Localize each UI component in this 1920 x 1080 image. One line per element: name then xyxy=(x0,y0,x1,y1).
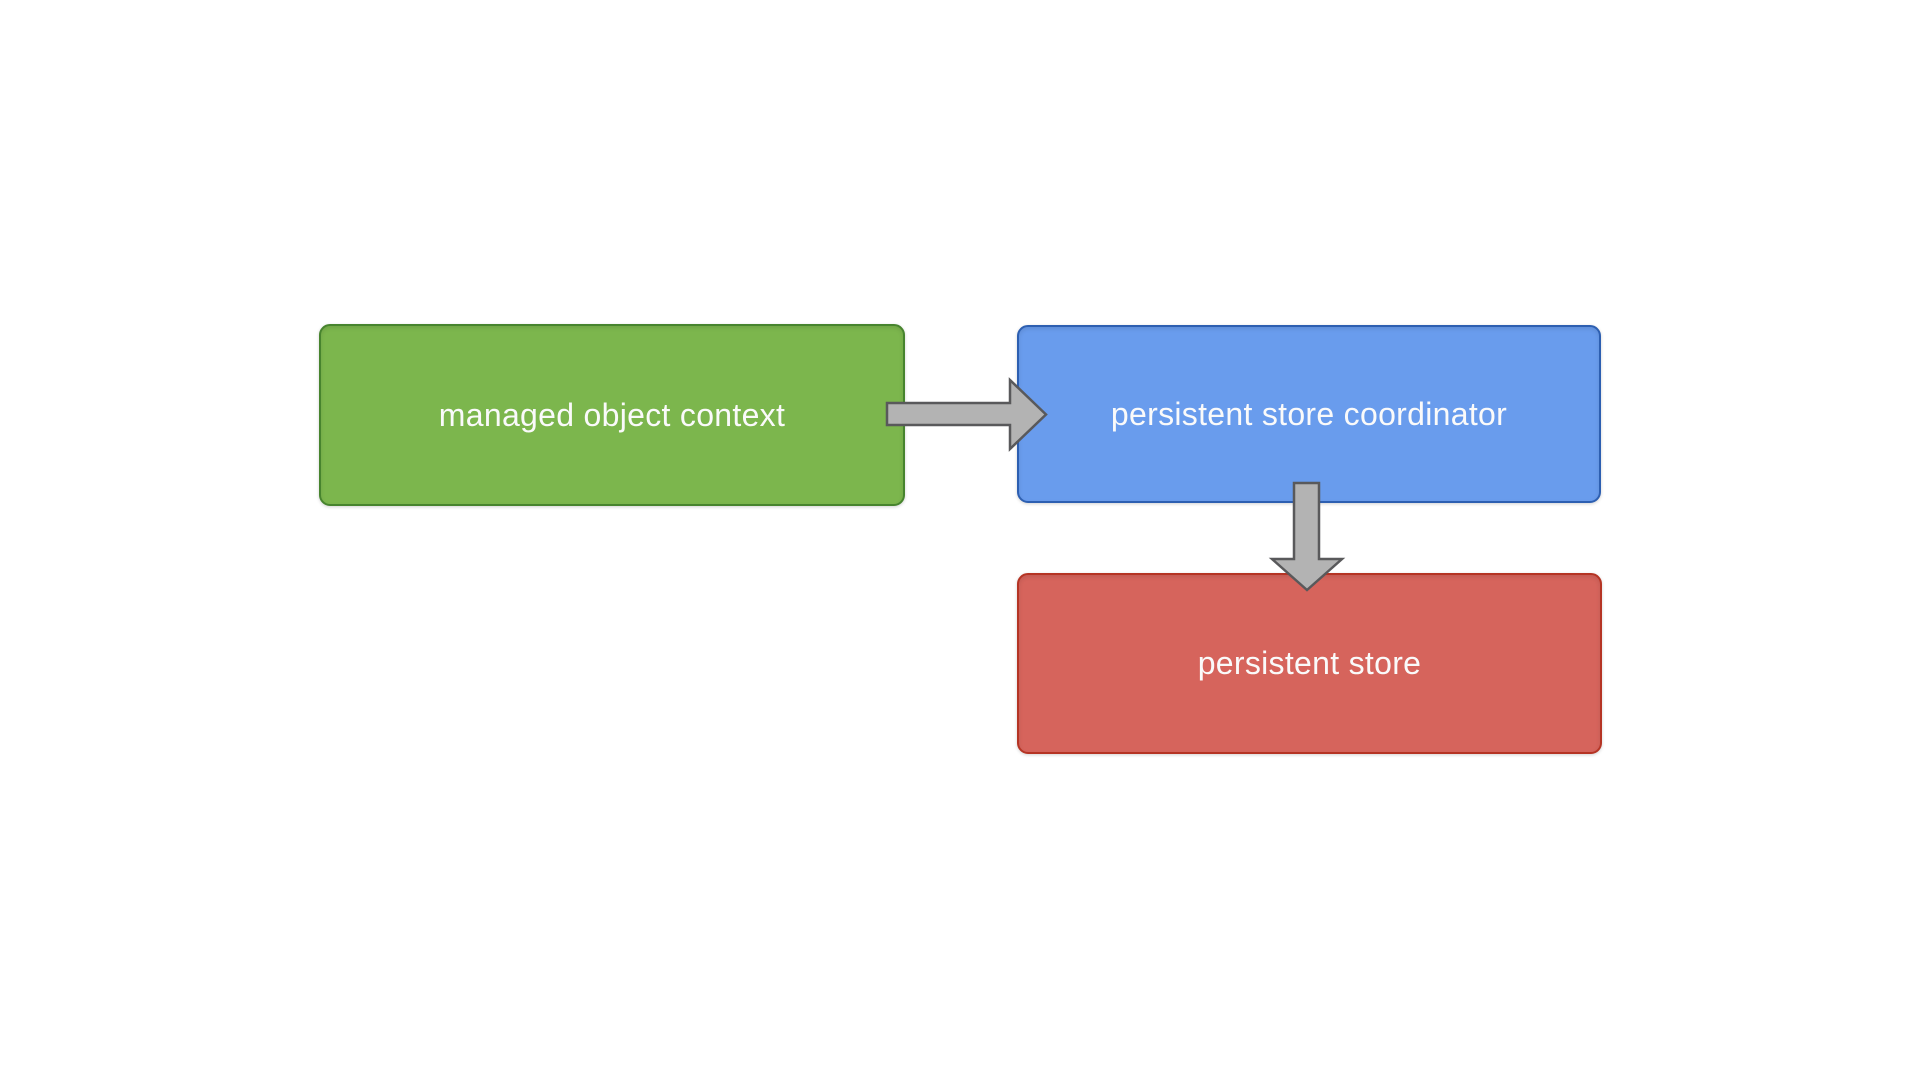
arrow-right-icon[interactable] xyxy=(885,377,1048,452)
node-managed-object-context[interactable]: managed object context xyxy=(319,324,905,506)
node-persistent-store-coordinator[interactable]: persistent store coordinator xyxy=(1017,325,1601,503)
arrow-down-icon[interactable] xyxy=(1268,481,1346,592)
node-persistent-store[interactable]: persistent store xyxy=(1017,573,1602,754)
node-label-persistent-store: persistent store xyxy=(1197,645,1422,681)
node-label-persistent-store-coordinator: persistent store coordinator xyxy=(1110,395,1508,432)
node-label-managed-object-context: managed object context xyxy=(438,396,786,433)
